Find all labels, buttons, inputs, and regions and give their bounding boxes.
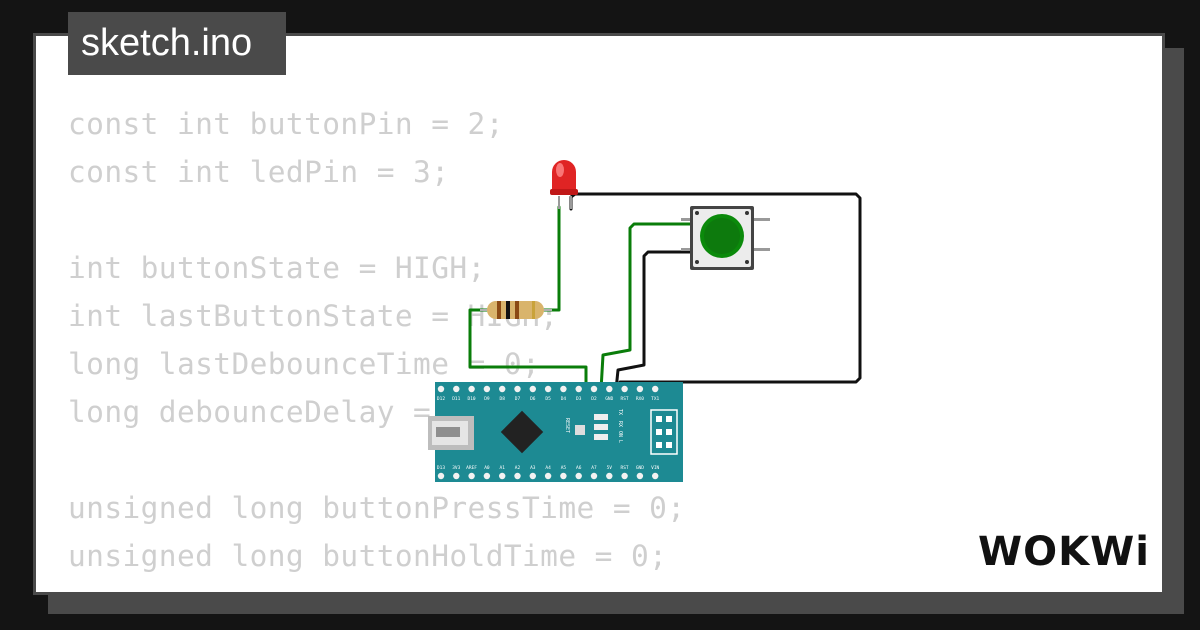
pin-label: 3V3 [452,465,460,471]
code-line: long lastDebounceTime = 0; [68,347,541,381]
pin-header[interactable] [483,472,491,480]
wire-led-resistor[interactable] [542,205,561,312]
code-line: const int ledPin = 3; [68,155,450,189]
pin-header[interactable] [621,385,628,393]
pin-header[interactable] [544,472,552,480]
board-led-label: RX [617,421,623,427]
board-led-label: ON [617,431,623,437]
top-pin-row: D12 D11 D10 D9 D8 D7 D6 D5 D4 D3 D2 GND RST RX0 TX1 [437,385,660,402]
code-line: int lastButtonState = HIGH; [68,299,559,333]
pin-header[interactable] [529,472,536,480]
wokwi-logo: WOKWi [978,529,1148,573]
pin-label: D10 [468,396,476,402]
icsp-header [650,409,678,455]
pin-label: D11 [452,396,460,402]
pin-header[interactable] [560,472,567,480]
pin-header[interactable] [590,472,598,480]
pin-header[interactable] [652,472,659,480]
pin-label: RST [621,396,629,402]
pin-label: D12 [437,396,445,402]
red-led[interactable] [550,160,578,209]
pin-label: D13 [437,465,445,471]
pin-header[interactable] [652,385,659,393]
wires [468,192,862,392]
pin-label: A4 [545,465,551,471]
pin-header[interactable] [453,472,460,480]
pin-header[interactable] [499,385,506,393]
code-line: unsigned long buttonHoldTime = 0; [68,539,668,573]
pin-label: A3 [530,465,536,471]
pin-label: A6 [576,465,582,471]
pin-header[interactable] [514,385,521,393]
pin-header[interactable] [575,385,582,393]
pin-header[interactable] [606,385,613,393]
pin-label: RST [621,465,629,471]
wokwi-logo-text: WOKWi [978,529,1148,573]
pin-header[interactable] [636,385,644,393]
code-line: int buttonState = HIGH; [68,251,486,285]
wire-led-gnd[interactable] [569,192,862,392]
pin-header[interactable] [621,472,628,480]
pin-header[interactable] [514,472,521,480]
pin-header[interactable] [560,385,567,393]
pin-label: D9 [484,396,490,402]
pin-label: RX0 [636,396,644,402]
board-led-icon [594,434,608,440]
pin-header[interactable] [636,472,644,480]
pin-header[interactable] [453,385,460,393]
usb-connector-icon [428,416,474,450]
board-led-icon [594,424,608,430]
pin-label: VIN [651,465,659,471]
wire-button-d2[interactable] [599,222,692,392]
pin-header[interactable] [590,385,598,393]
pin-header[interactable] [468,472,475,480]
pin-header[interactable] [544,385,552,393]
pin-label: D6 [530,396,536,402]
bottom-pin-row: D13 3V3 AREF A0 A1 A2 A3 A4 A5 A6 A7 5V RST GND VIN [437,465,660,480]
pin-header[interactable] [499,472,506,480]
pin-label: D5 [545,396,551,402]
pin-header[interactable] [437,472,445,480]
pin-label: D7 [515,396,521,402]
pin-label: TX1 [651,396,659,402]
pin-header[interactable] [575,472,582,480]
code-preview-panel [33,33,1165,595]
file-tab[interactable]: sketch.ino [68,12,286,75]
pin-header[interactable] [468,385,475,393]
pin-label: D4 [561,396,567,402]
pin-label: A1 [499,465,505,471]
pin-label: A0 [484,465,490,471]
pin-label: A5 [561,465,567,471]
pin-label: A2 [515,465,521,471]
pin-label: A7 [591,465,597,471]
pin-label: D8 [499,396,505,402]
board-led-label: TX [617,409,623,415]
pin-header[interactable] [606,472,613,480]
pin-label: D2 [591,396,597,402]
wire-button-gnd[interactable] [614,250,692,392]
pin-header[interactable] [483,385,491,393]
pushbutton[interactable] [681,206,770,270]
pin-label: AREF [466,465,477,471]
reset-label: RESET [564,418,570,433]
pin-header[interactable] [437,385,445,393]
pin-label: GND [636,465,644,471]
code-line: unsigned long buttonPressTime = 0; [68,491,686,525]
reset-button[interactable] [575,425,585,435]
code-line: const int buttonPin = 2; [68,107,504,141]
resistor[interactable] [480,301,552,319]
pin-label: 5V [607,465,613,471]
wire-resistor-d3[interactable] [468,308,588,392]
pin-label: GND [605,396,613,402]
board-led-icon [594,414,608,420]
pin-label: D3 [576,396,582,402]
pin-header[interactable] [529,385,536,393]
board-led-label: L [617,440,623,443]
